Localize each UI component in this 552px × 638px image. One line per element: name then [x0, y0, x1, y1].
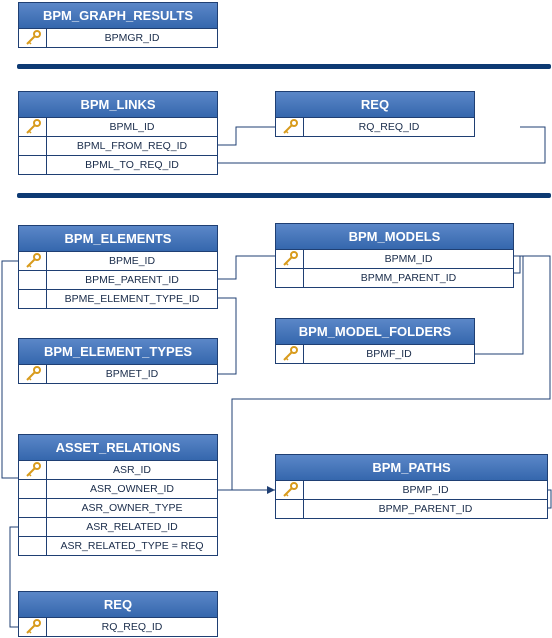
table-row: RQ_REQ_ID [19, 618, 217, 636]
key-icon [19, 618, 47, 636]
key-icon [276, 250, 304, 268]
table-row: BPMET_ID [19, 365, 217, 383]
table-req-top: REQ RQ_REQ_ID [275, 91, 475, 137]
empty-key-cell [19, 480, 47, 498]
section-separator-1 [17, 64, 551, 69]
column-name: ASR_ID [113, 464, 151, 476]
table-row: BPMP_ID [276, 481, 547, 499]
table-row: ASR_ID [19, 461, 217, 479]
table-title: BPM_GRAPH_RESULTS [19, 3, 217, 29]
empty-key-cell [19, 499, 47, 517]
table-bpm-graph-results: BPM_GRAPH_RESULTS BPMGR_ID [18, 2, 218, 48]
empty-key-cell [19, 137, 47, 155]
table-row: BPMGR_ID [19, 29, 217, 47]
table-row: BPML_FROM_REQ_ID [19, 136, 217, 155]
table-title: BPM_MODEL_FOLDERS [276, 319, 474, 345]
link-asr-req [9, 526, 18, 628]
column-name: BPMP_PARENT_ID [378, 503, 473, 515]
table-row: BPML_TO_REQ_ID [19, 155, 217, 174]
column-name: BPMM_ID [384, 253, 433, 265]
column-name: ASR_RELATED_ID [86, 521, 178, 533]
empty-key-cell [19, 156, 47, 174]
table-title: ASSET_RELATIONS [19, 435, 217, 461]
key-icon [19, 118, 47, 136]
table-row: BPMM_ID [276, 250, 513, 268]
table-bpm-links: BPM_LINKS BPML_ID BPML_FROM_REQ_ID BPML_… [18, 91, 218, 175]
column-name: ASR_RELATED_TYPE = REQ [60, 540, 204, 552]
section-separator-2 [17, 193, 551, 198]
empty-key-cell [19, 518, 47, 536]
table-row: ASR_RELATED_ID [19, 517, 217, 536]
table-title: BPM_ELEMENT_TYPES [19, 339, 217, 365]
key-icon [276, 345, 304, 363]
column-name: RQ_REQ_ID [101, 621, 163, 633]
empty-key-cell [19, 537, 47, 555]
table-bpm-elements: BPM_ELEMENTS BPME_ID BPME_PARENT_ID BPME… [18, 225, 218, 309]
table-title: BPM_LINKS [19, 92, 217, 118]
link-bpme-models [217, 255, 275, 280]
key-icon [276, 118, 304, 136]
table-row: RQ_REQ_ID [276, 118, 474, 136]
table-row: ASR_OWNER_ID [19, 479, 217, 498]
column-name: BPME_ELEMENT_TYPE_ID [64, 293, 200, 305]
column-name: BPMGR_ID [104, 32, 160, 44]
column-name: BPME_PARENT_ID [85, 274, 179, 286]
link-from-req [217, 126, 275, 146]
column-name: BPMM_PARENT_ID [360, 272, 457, 284]
table-req-bottom: REQ RQ_REQ_ID [18, 591, 218, 637]
table-row: BPMP_PARENT_ID [276, 499, 547, 518]
empty-key-cell [276, 269, 304, 287]
link-bpme-parent [1, 260, 18, 479]
column-name: ASR_OWNER_TYPE [81, 502, 183, 514]
table-bpm-model-folders: BPM_MODEL_FOLDERS BPMF_ID [275, 318, 475, 364]
key-icon [276, 481, 304, 499]
column-name: RQ_REQ_ID [358, 121, 420, 133]
table-title: BPM_PATHS [276, 455, 547, 481]
table-asset-relations: ASSET_RELATIONS ASR_ID ASR_OWNER_ID ASR_… [18, 434, 218, 556]
table-row: BPML_ID [19, 118, 217, 136]
column-name: BPML_FROM_REQ_ID [76, 140, 188, 152]
empty-key-cell [19, 271, 47, 289]
table-row: BPME_PARENT_ID [19, 270, 217, 289]
table-bpm-element-types: BPM_ELEMENT_TYPES BPMET_ID [18, 338, 218, 384]
table-title: REQ [19, 592, 217, 618]
empty-key-cell [19, 290, 47, 308]
table-title: BPM_ELEMENTS [19, 226, 217, 252]
table-row: BPME_ID [19, 252, 217, 270]
column-name: BPMP_ID [402, 484, 449, 496]
table-row: BPMM_PARENT_ID [276, 268, 513, 287]
table-title: BPM_MODELS [276, 224, 513, 250]
key-icon [19, 252, 47, 270]
column-name: BPMF_ID [366, 348, 412, 360]
key-icon [19, 461, 47, 479]
column-name: BPML_ID [109, 121, 155, 133]
column-name: BPML_TO_REQ_ID [85, 159, 179, 171]
column-name: BPMET_ID [105, 368, 159, 380]
table-row: BPMF_ID [276, 345, 474, 363]
link-element-type [217, 297, 237, 375]
table-row: ASR_RELATED_TYPE = REQ [19, 536, 217, 555]
table-row: ASR_OWNER_TYPE [19, 498, 217, 517]
empty-key-cell [276, 500, 304, 518]
column-name: ASR_OWNER_ID [89, 483, 174, 495]
key-icon [19, 29, 47, 47]
table-bpm-paths: BPM_PATHS BPMP_ID BPMP_PARENT_ID [275, 454, 548, 519]
link-bpmm-parent [513, 255, 521, 274]
key-icon [19, 365, 47, 383]
table-bpm-models: BPM_MODELS BPMM_ID BPMM_PARENT_ID [275, 223, 514, 288]
table-row: BPME_ELEMENT_TYPE_ID [19, 289, 217, 308]
column-name: BPME_ID [108, 255, 156, 267]
table-title: REQ [276, 92, 474, 118]
